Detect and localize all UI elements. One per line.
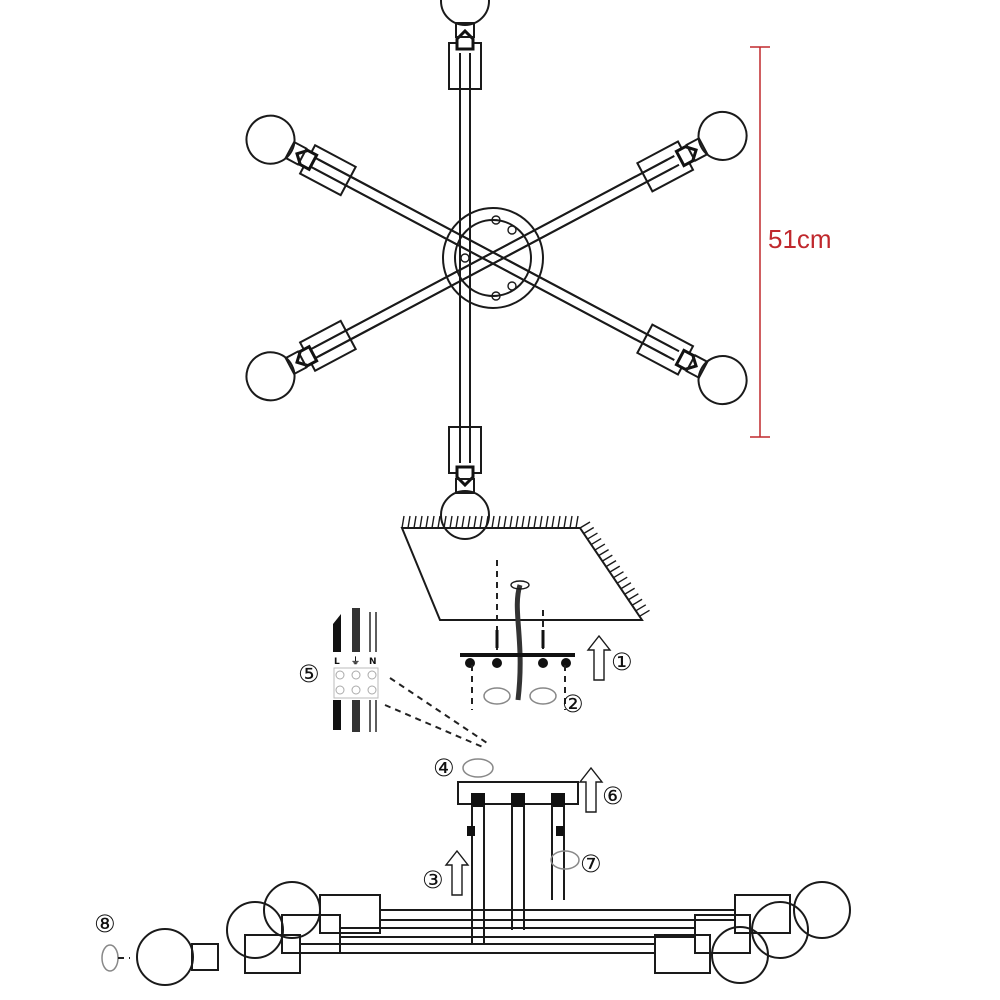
light-bulb: [636, 323, 748, 406]
arm-rod: [306, 163, 675, 361]
canopy-inner-ring: [454, 219, 532, 297]
screw: [491, 215, 501, 225]
step-5-label: ⑤: [298, 660, 320, 688]
wire-label-ground: ⏚: [351, 656, 360, 667]
arm-rod: [313, 158, 668, 349]
mounting-bracket: [460, 630, 575, 710]
ceiling-plate: [400, 515, 650, 701]
light-bulb: [440, 0, 490, 90]
step-2-label: ②: [562, 690, 584, 718]
top-bulbs: [245, 0, 748, 540]
canopy-outer-ring: [442, 207, 544, 309]
screw: [491, 291, 501, 301]
wire-connector-detail: L ⏚ N: [333, 608, 491, 749]
step-1-label: ①: [611, 648, 633, 676]
screw: [460, 253, 470, 263]
step-6-label: ⑥: [602, 782, 624, 810]
dimension-label: 51cm: [768, 224, 832, 254]
fixture-bottom-arms: [101, 881, 851, 986]
light-bulb: [245, 114, 358, 197]
light-bulb: [440, 426, 490, 540]
step-4-label: ④: [433, 754, 455, 782]
canopy-bar: [457, 758, 580, 945]
light-bulb: [636, 110, 748, 193]
fixture-arms: [306, 53, 680, 463]
step-3-label: ③: [422, 866, 444, 894]
screw: [507, 281, 517, 291]
step-8-label: ⑧: [94, 910, 116, 938]
screw: [507, 225, 517, 235]
wire-label-live: L: [334, 657, 340, 667]
height-dimension: 51cm: [750, 46, 832, 438]
top-view-fixture: [245, 0, 748, 540]
up-arrows: [444, 634, 612, 896]
step-7-label: ⑦: [580, 850, 602, 878]
wire-label-neutral: N: [369, 657, 377, 667]
light-bulb: [245, 319, 358, 402]
